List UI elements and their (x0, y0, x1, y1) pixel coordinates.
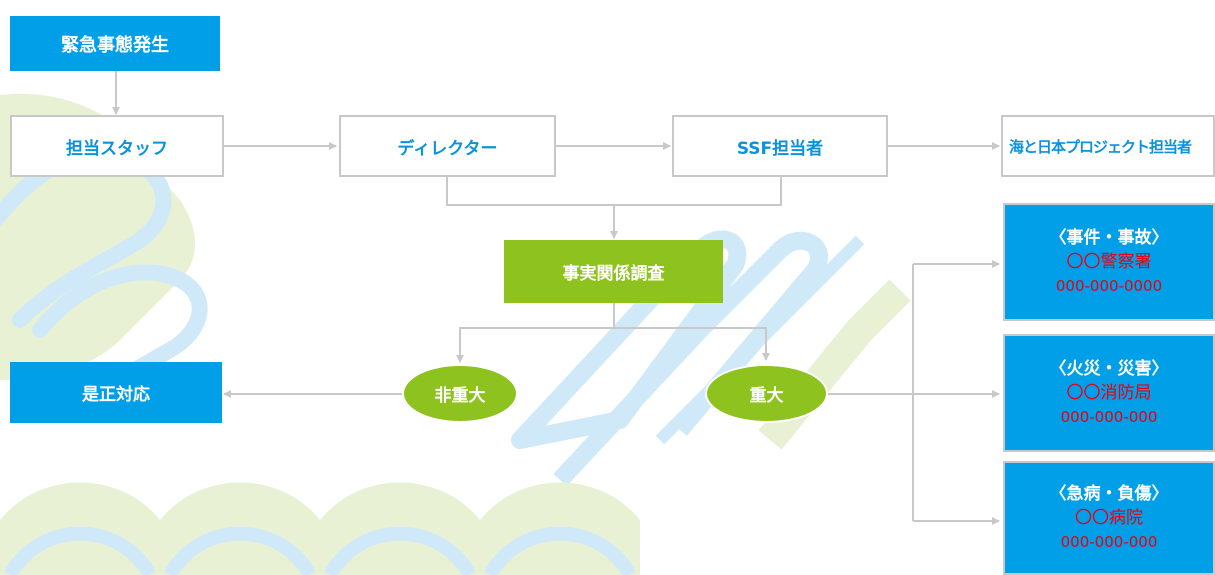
contact-police-org: 〇〇警察署 (1066, 252, 1152, 272)
contact-hospital-org: 〇〇病院 (1075, 508, 1143, 528)
contact-fire-title: 〈火災・災害〉 (1049, 359, 1169, 379)
contact-hospital-phone: 000-000-000 (1060, 533, 1158, 551)
contact-police: 〈事件・事故〉 〇〇警察署 000-000-0000 (1003, 203, 1215, 321)
node-emergency: 緊急事態発生 (10, 16, 220, 71)
node-corrective: 是正対応 (10, 362, 222, 423)
contact-fire-phone: 000-000-000 (1060, 408, 1158, 426)
contact-hospital: 〈急病・負傷〉 〇〇病院 000-000-000 (1003, 461, 1215, 575)
connector-investigation-split (459, 303, 615, 360)
node-director: ディレクター (339, 115, 556, 177)
node-serious: 重大 (705, 364, 828, 423)
arrow-to-serious (614, 327, 770, 361)
contact-fire: 〈火災・災害〉 〇〇消防局 000-000-000 (1003, 334, 1215, 452)
node-ssf: SSF担当者 (672, 115, 888, 177)
contact-fire-org: 〇〇消防局 (1066, 383, 1152, 403)
node-non-serious: 非重大 (402, 364, 518, 423)
contact-police-title: 〈事件・事故〉 (1049, 228, 1169, 248)
node-staff: 担当スタッフ (10, 115, 224, 177)
background-scallops (0, 482, 640, 575)
node-investigation: 事実関係調査 (504, 240, 723, 303)
connector-director-ssf-merge (446, 176, 782, 206)
contact-hospital-title: 〈急病・負傷〉 (1049, 484, 1169, 504)
contact-police-phone: 000-000-0000 (1055, 277, 1163, 295)
node-project: 海と日本プロジェクト担当者 (1001, 115, 1215, 177)
